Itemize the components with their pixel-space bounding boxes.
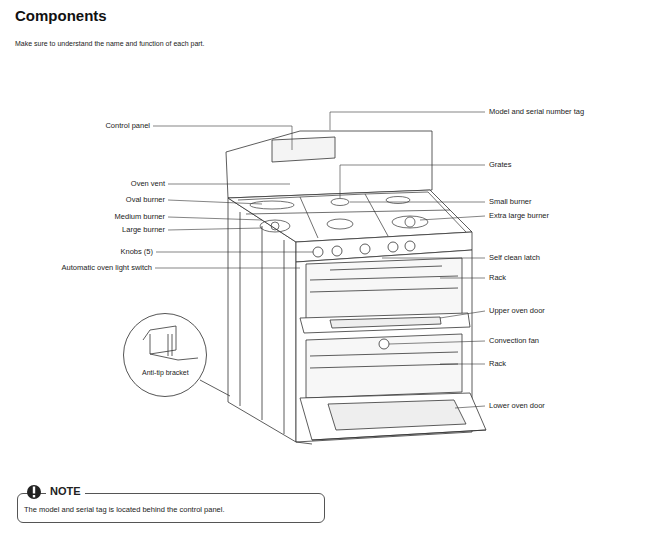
knobs <box>405 241 415 251</box>
knobs <box>360 244 370 254</box>
leader-lines <box>168 184 290 185</box>
part-label: Rack <box>489 273 506 283</box>
leader-lines <box>153 112 485 408</box>
knobs <box>313 247 323 257</box>
ovens <box>296 258 486 444</box>
ovens <box>310 276 458 280</box>
cooktop-grates <box>238 197 318 238</box>
ovens <box>306 334 462 398</box>
detail-label: Anti-tip bracket <box>142 368 189 378</box>
leader-lines <box>440 364 485 365</box>
part-label: Knobs (5) <box>120 247 153 257</box>
cooktop-grates <box>260 220 290 232</box>
ovens <box>306 258 462 320</box>
cooktop-grates <box>331 199 349 206</box>
leader-lines <box>382 258 485 259</box>
part-label: Lower oven door <box>489 401 545 411</box>
cooktop-grates <box>386 197 410 204</box>
note-text: The model and serial tag is located behi… <box>24 505 225 515</box>
knobs <box>313 241 415 257</box>
range-body <box>262 226 263 420</box>
range-body <box>284 240 285 434</box>
note-icon <box>33 495 35 497</box>
knobs <box>388 242 398 252</box>
ovens <box>300 313 470 333</box>
cooktop-grates <box>365 192 466 232</box>
part-label: Upper oven door <box>489 306 545 316</box>
leader-lines <box>350 202 485 203</box>
part-label: Model and serial number tag <box>489 107 584 117</box>
ovens <box>379 339 389 349</box>
ovens <box>328 400 466 430</box>
range-body <box>240 212 241 406</box>
leader-lines <box>168 228 262 230</box>
leader-lines <box>168 217 262 220</box>
part-label: Self clean latch <box>489 253 540 263</box>
ovens <box>310 352 458 356</box>
range-body <box>272 137 335 162</box>
part-label: Extra large burner <box>489 211 549 221</box>
leader-lines <box>155 268 300 269</box>
part-label: Small burner <box>489 197 532 207</box>
anti-tip-bracket <box>200 380 230 396</box>
cooktop-grates <box>392 216 428 228</box>
leader-lines <box>455 406 485 408</box>
note-heading: NOTE <box>46 485 85 498</box>
part-label: Rack <box>489 359 506 369</box>
anti-tip-bracket <box>143 326 176 354</box>
cooktop-grates <box>327 219 353 229</box>
note-box: NOTEThe model and serial tag is located … <box>17 493 325 523</box>
part-label: Grates <box>489 160 512 170</box>
anti-tip-bracket <box>143 326 230 396</box>
leader-lines <box>153 126 292 150</box>
cooktop-grates <box>238 192 466 238</box>
part-label: Automatic oven light switch <box>62 263 152 273</box>
cooktop-grates <box>300 194 388 236</box>
part-label: Medium burner <box>115 212 165 222</box>
leader-lines <box>168 200 262 204</box>
title: Components <box>15 7 107 25</box>
ovens <box>312 430 486 440</box>
anti-tip-bracket <box>150 354 198 360</box>
part-label: Convection fan <box>489 336 539 346</box>
note-icon <box>27 485 41 499</box>
part-label: Control panel <box>105 121 150 131</box>
ovens <box>330 266 442 270</box>
detail-circle: Anti-tip bracket <box>123 313 207 397</box>
leader-lines <box>420 216 485 220</box>
knobs <box>332 246 342 256</box>
note-icon <box>33 487 35 494</box>
part-label: Oval burner <box>126 195 165 205</box>
intro-text: Make sure to understand the name and fun… <box>15 39 205 49</box>
ovens <box>310 364 458 368</box>
ovens <box>330 317 441 328</box>
cooktop-grates <box>405 217 415 227</box>
leader-lines <box>330 112 485 130</box>
leader-lines <box>440 311 485 318</box>
ovens <box>296 442 312 444</box>
ovens <box>300 393 486 440</box>
anti-tip-bracket <box>172 334 173 356</box>
ovens <box>310 288 458 292</box>
leader-lines <box>340 165 485 198</box>
range-body <box>226 131 432 198</box>
cooktop-grates <box>250 201 294 209</box>
leader-lines <box>389 341 485 344</box>
leader-lines <box>156 252 313 253</box>
part-label: Oven vent <box>131 179 165 189</box>
part-label: Large burner <box>122 225 165 235</box>
anti-tip-bracket <box>168 334 169 356</box>
cooktop-grates <box>271 222 279 230</box>
cooktop-grates <box>246 210 450 214</box>
leader-lines <box>440 278 485 279</box>
